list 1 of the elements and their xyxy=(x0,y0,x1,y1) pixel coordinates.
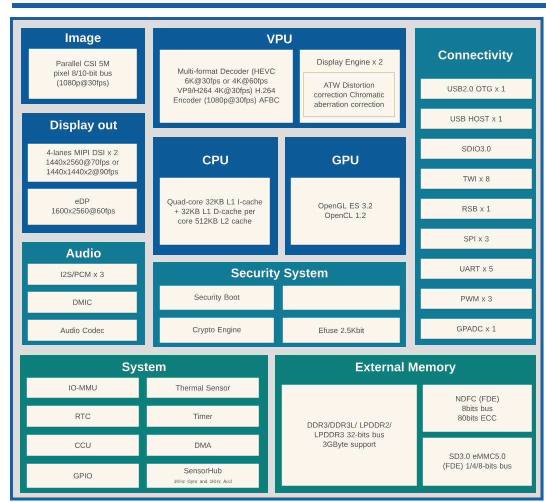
feature-box xyxy=(282,286,400,310)
